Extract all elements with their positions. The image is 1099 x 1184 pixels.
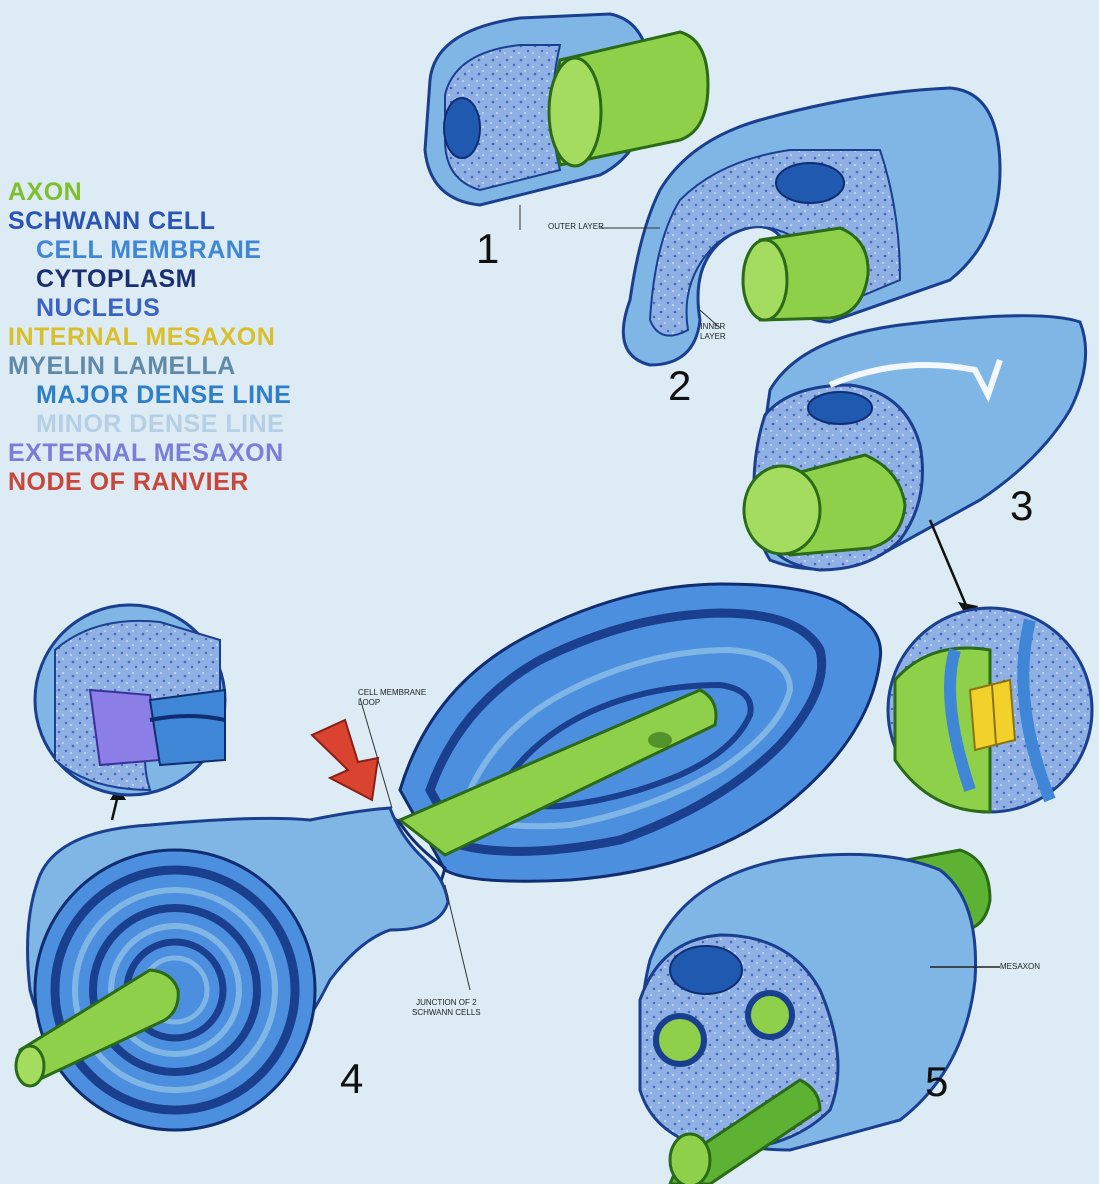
callout-outer-layer: OUTER LAYER xyxy=(548,222,604,232)
legend-external-mesaxon: EXTERNAL MESAXON xyxy=(8,439,291,468)
callout-junction-line2: SCHWANN CELLS xyxy=(412,1008,481,1018)
stage-number-2: 2 xyxy=(668,362,691,410)
callout-inner-layer-line2: LAYER xyxy=(700,332,726,342)
callout-cell-membrane-loop: CELL MEMBRANE LOOP xyxy=(358,688,426,708)
callout-cell-membrane-loop-line1: CELL MEMBRANE xyxy=(358,688,426,698)
legend-cytoplasm: CYTOPLASM xyxy=(8,265,291,294)
legend-myelin-lamella: MYELIN LAMELLA xyxy=(8,352,291,381)
stage-3-illustration xyxy=(744,316,1086,622)
stage-number-1: 1 xyxy=(476,225,499,273)
legend-minor-dense-line: MINOR DENSE LINE xyxy=(8,410,291,439)
legend-schwann-cell: SCHWANN CELL xyxy=(8,207,291,236)
callout-inner-layer-line1: INNER xyxy=(700,322,726,332)
legend-cell-membrane: CELL MEMBRANE xyxy=(8,236,291,265)
stage-5-illustration xyxy=(640,850,1000,1184)
magnifier-internal-mesaxon xyxy=(888,608,1092,812)
legend-major-dense-line: MAJOR DENSE LINE xyxy=(8,381,291,410)
legend-internal-mesaxon: INTERNAL MESAXON xyxy=(8,323,291,352)
legend-axon: AXON xyxy=(8,178,291,207)
stage-number-3: 3 xyxy=(1010,482,1033,530)
legend-nucleus: NUCLEUS xyxy=(8,294,291,323)
callout-mesaxon: MESAXON xyxy=(1000,962,1040,972)
stage-number-5: 5 xyxy=(925,1058,948,1106)
magnifier-node-of-ranvier xyxy=(35,605,225,795)
stage-1-illustration xyxy=(425,14,708,205)
legend-node-of-ranvier: NODE OF RANVIER xyxy=(8,468,291,497)
callout-junction: JUNCTION OF 2 SCHWANN CELLS xyxy=(412,998,481,1018)
callout-inner-layer: INNER LAYER xyxy=(700,322,726,342)
callout-cell-membrane-loop-line2: LOOP xyxy=(358,698,426,708)
stage-number-4: 4 xyxy=(340,1055,363,1103)
callout-junction-line1: JUNCTION OF 2 xyxy=(412,998,481,1008)
legend: AXON SCHWANN CELL CELL MEMBRANE CYTOPLAS… xyxy=(8,178,291,497)
